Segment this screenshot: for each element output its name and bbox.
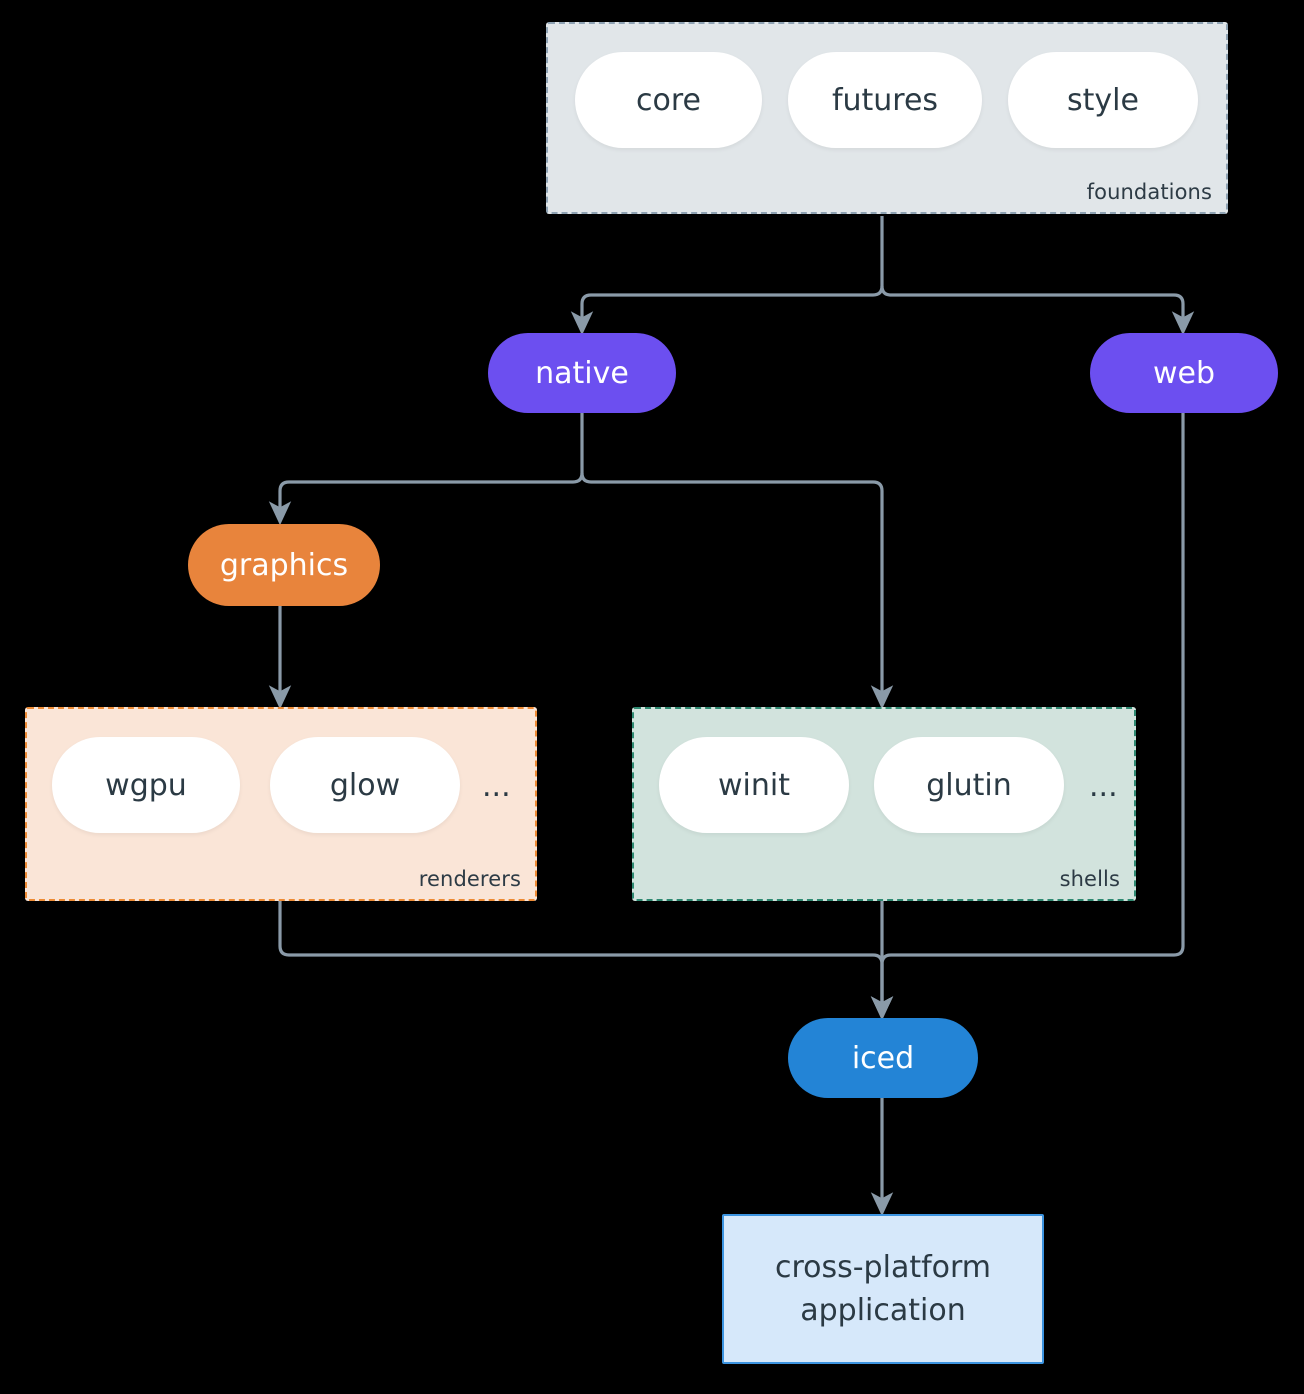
group-renderers: wgpu glow ... renderers	[25, 707, 537, 901]
group-label-renderers: renderers	[418, 867, 521, 891]
node-iced[interactable]: iced	[788, 1018, 978, 1098]
edge-native-graphics	[268, 413, 584, 526]
renderers-overflow-ellipsis: ...	[482, 769, 511, 804]
node-web[interactable]: web	[1090, 333, 1278, 413]
edge-foundations-web	[880, 285, 1195, 336]
group-label-shells: shells	[1059, 867, 1120, 891]
shells-overflow-ellipsis: ...	[1089, 769, 1118, 804]
edge-foundations-native	[570, 216, 884, 336]
pill-winit[interactable]: winit	[659, 737, 849, 833]
edge-renderers-iced	[278, 901, 894, 1021]
application-label-line1: cross-platform	[774, 1249, 992, 1285]
edge-native-shells	[580, 472, 894, 710]
group-label-foundations: foundations	[1086, 180, 1212, 204]
node-cross-platform-application[interactable]: cross-platform application	[722, 1214, 1044, 1364]
node-graphics[interactable]: graphics	[188, 524, 380, 606]
node-native[interactable]: native	[488, 333, 676, 413]
group-shells: winit glutin ... shells	[632, 707, 1136, 901]
group-foundations: core futures style foundations	[546, 22, 1228, 214]
pill-style[interactable]: style	[1008, 52, 1198, 148]
application-label-line2: application	[800, 1293, 966, 1328]
pill-glutin[interactable]: glutin	[874, 737, 1064, 833]
pill-glow[interactable]: glow	[270, 737, 460, 833]
pill-futures[interactable]: futures	[788, 52, 982, 148]
pill-core[interactable]: core	[575, 52, 762, 148]
pill-wgpu[interactable]: wgpu	[52, 737, 240, 833]
